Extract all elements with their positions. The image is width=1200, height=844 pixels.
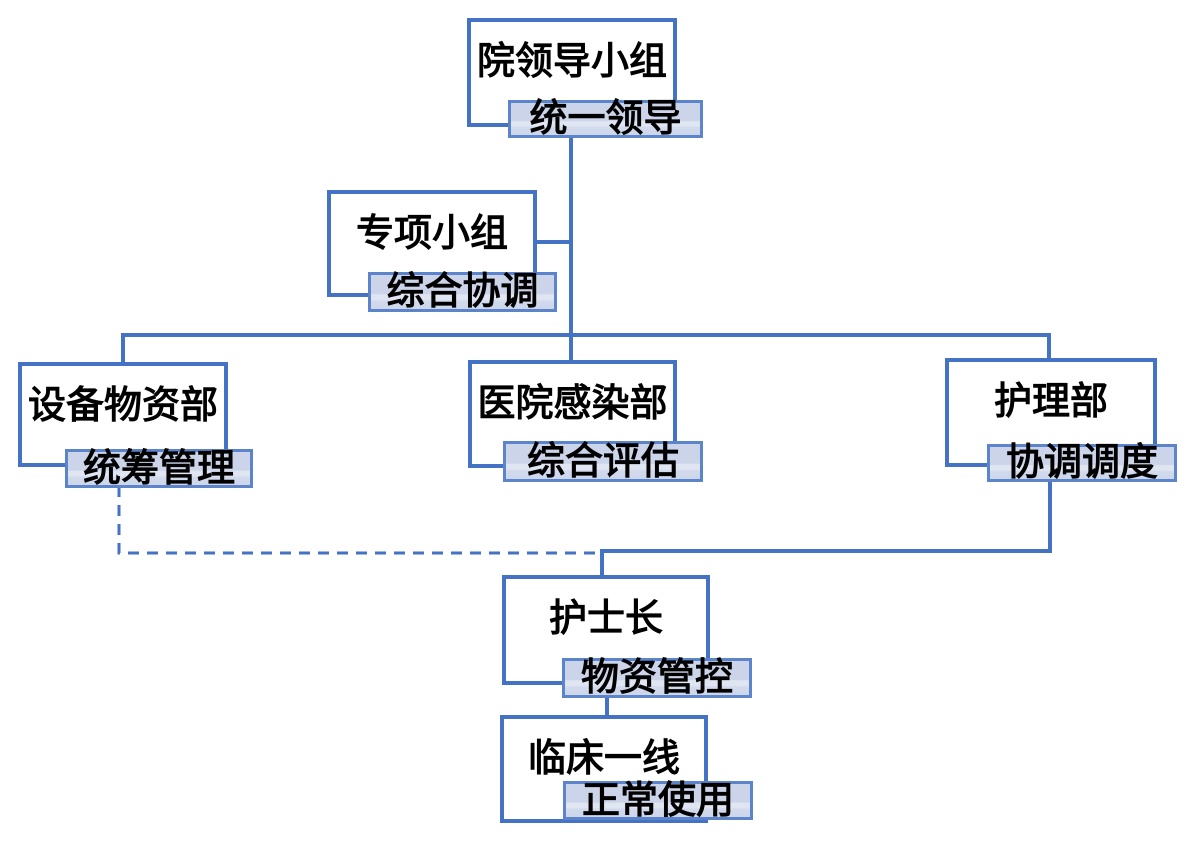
node-tag-label-head-nurse: 物资管控 — [580, 657, 733, 699]
node-tag-label-special-group: 综合协调 — [386, 271, 539, 313]
node-tag-special-group: 综合协调 — [368, 272, 557, 312]
node-label-hospital-infection-dept: 医院感染部 — [477, 383, 668, 425]
node-label-leadership: 院领导小组 — [476, 41, 667, 83]
node-tag-label-hospital-infection-dept: 综合评估 — [526, 440, 679, 483]
node-label-clinical-frontline: 临床一线 — [527, 738, 680, 780]
node-tag-head-nurse: 物资管控 — [562, 658, 752, 698]
edge-nursing-to-head-nurse — [600, 480, 1052, 577]
node-tag-label-clinical-frontline: 正常使用 — [581, 779, 734, 822]
node-tag-equipment-supplies-dept: 统筹管理 — [65, 449, 253, 488]
edge-distributor-to-departments — [121, 333, 1051, 364]
node-label-nursing-dept: 护理部 — [993, 381, 1108, 423]
node-tag-hospital-infection-dept: 综合评估 — [503, 441, 703, 482]
node-tag-nursing-dept: 协调调度 — [987, 444, 1177, 482]
node-tag-label-nursing-dept: 协调调度 — [1005, 442, 1158, 484]
node-tag-label-leadership: 统一领导 — [529, 98, 682, 140]
node-tag-label-equipment-supplies-dept: 统筹管理 — [82, 447, 235, 490]
node-label-equipment-supplies-dept: 设备物资部 — [27, 385, 218, 427]
node-tag-clinical-frontline: 正常使用 — [563, 781, 753, 820]
edge-equipment-to-head-nurse-dashed — [117, 486, 600, 555]
node-label-special-group: 专项小组 — [355, 213, 508, 255]
node-tag-leadership: 统一领导 — [508, 100, 703, 138]
node-label-head-nurse: 护士长 — [548, 598, 663, 640]
